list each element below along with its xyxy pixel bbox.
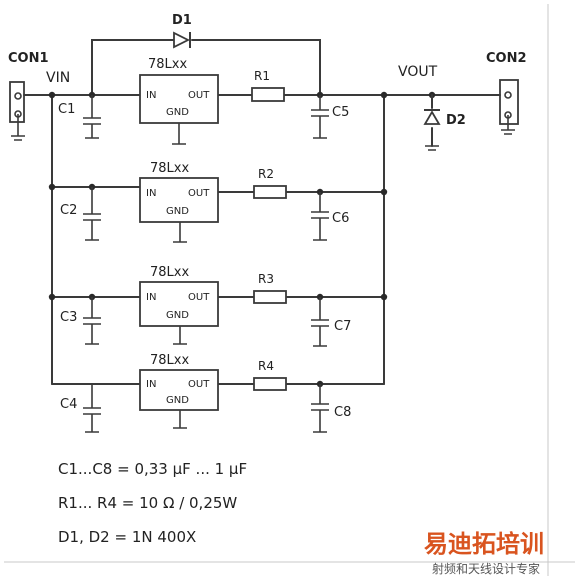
regulator-1-in: IN bbox=[146, 90, 156, 101]
regulator-3-out: OUT bbox=[188, 292, 210, 303]
regulator-2-gnd: GND bbox=[166, 206, 189, 217]
con2-pin-1 bbox=[504, 91, 512, 99]
con2-body bbox=[499, 79, 519, 125]
diode-d2 bbox=[423, 94, 441, 151]
vin-label: VIN bbox=[46, 70, 70, 86]
regulator-1-body bbox=[139, 74, 219, 124]
regulator-3 bbox=[139, 281, 219, 345]
regulator-2 bbox=[139, 177, 219, 243]
watermark-title: 易迪拓培训 bbox=[424, 530, 544, 558]
regulator-3-body bbox=[139, 281, 219, 327]
regulator-4-in: IN bbox=[146, 379, 156, 390]
capacitor-c2-label: C2 bbox=[60, 203, 77, 218]
regulator-1-gnd: GND bbox=[166, 107, 189, 118]
d2-label: D2 bbox=[446, 113, 466, 128]
capacitor-c6 bbox=[311, 192, 329, 241]
capacitor-c8-label: C8 bbox=[334, 405, 351, 420]
regulator-1-ground bbox=[172, 123, 186, 145]
resistor-r4-label: R4 bbox=[258, 359, 274, 373]
capacitor-c8 bbox=[311, 384, 329, 433]
resistor-r2 bbox=[253, 185, 287, 199]
capacitor-c5-label: C5 bbox=[332, 105, 349, 120]
capacitor-c6-label: C6 bbox=[332, 211, 349, 226]
regulator-4-ground bbox=[173, 410, 187, 429]
note-capacitors: C1...C8 = 0,33 µF ... 1 µF bbox=[58, 460, 247, 478]
con2-label: CON2 bbox=[486, 51, 527, 66]
resistor-r3 bbox=[253, 290, 287, 304]
regulator-1-part: 78Lxx bbox=[148, 57, 187, 72]
note-diodes: D1, D2 = 1N 400X bbox=[58, 528, 196, 546]
capacitor-c1-label: C1 bbox=[58, 102, 75, 117]
wire-d1-bypass bbox=[91, 39, 321, 96]
regulator-2-in: IN bbox=[146, 188, 156, 199]
regulator-4-body bbox=[139, 369, 219, 411]
regulator-4-gnd: GND bbox=[166, 395, 189, 406]
regulator-4-out: OUT bbox=[188, 379, 210, 390]
regulator-3-gnd: GND bbox=[166, 310, 189, 321]
resistor-r1 bbox=[251, 87, 285, 102]
junction-dots bbox=[48, 91, 436, 388]
resistor-r3-label: R3 bbox=[258, 272, 274, 286]
resistor-r4 bbox=[253, 377, 287, 391]
regulator-4 bbox=[139, 369, 219, 429]
capacitor-c7 bbox=[311, 297, 329, 347]
regulator-3-part: 78Lxx bbox=[150, 265, 189, 280]
diode-d1 bbox=[173, 31, 191, 49]
regulator-1 bbox=[139, 74, 219, 145]
watermark-subtitle: 射频和天线设计专家 bbox=[432, 561, 540, 576]
capacitor-c3 bbox=[83, 297, 101, 345]
capacitor-c7-label: C7 bbox=[334, 319, 351, 334]
resistor-r1-label: R1 bbox=[254, 69, 270, 83]
capacitor-c5 bbox=[311, 95, 329, 139]
connector-con1 bbox=[9, 81, 25, 141]
regulator-2-ground bbox=[173, 222, 187, 243]
con2-ground-symbol bbox=[501, 115, 515, 135]
capacitor-c1 bbox=[83, 95, 101, 139]
regulator-2-body bbox=[139, 177, 219, 223]
capacitor-c2 bbox=[83, 187, 101, 241]
regulator-1-out: OUT bbox=[188, 90, 210, 101]
regulator-3-ground bbox=[173, 326, 187, 345]
con1-pin-1 bbox=[14, 92, 22, 100]
regulator-2-part: 78Lxx bbox=[150, 161, 189, 176]
connector-con2 bbox=[499, 79, 519, 135]
capacitor-c4 bbox=[83, 384, 101, 433]
capacitor-c3-label: C3 bbox=[60, 310, 77, 325]
d1-label: D1 bbox=[172, 13, 192, 28]
capacitor-c4-label: C4 bbox=[60, 397, 77, 412]
con1-label: CON1 bbox=[8, 51, 49, 66]
regulator-3-in: IN bbox=[146, 292, 156, 303]
regulator-2-out: OUT bbox=[188, 188, 210, 199]
con1-ground-symbol bbox=[11, 114, 25, 141]
resistor-r2-label: R2 bbox=[258, 167, 274, 181]
vout-label: VOUT bbox=[398, 64, 438, 80]
note-resistors: R1... R4 = 10 Ω / 0,25W bbox=[58, 494, 237, 512]
regulator-4-part: 78Lxx bbox=[150, 353, 189, 368]
